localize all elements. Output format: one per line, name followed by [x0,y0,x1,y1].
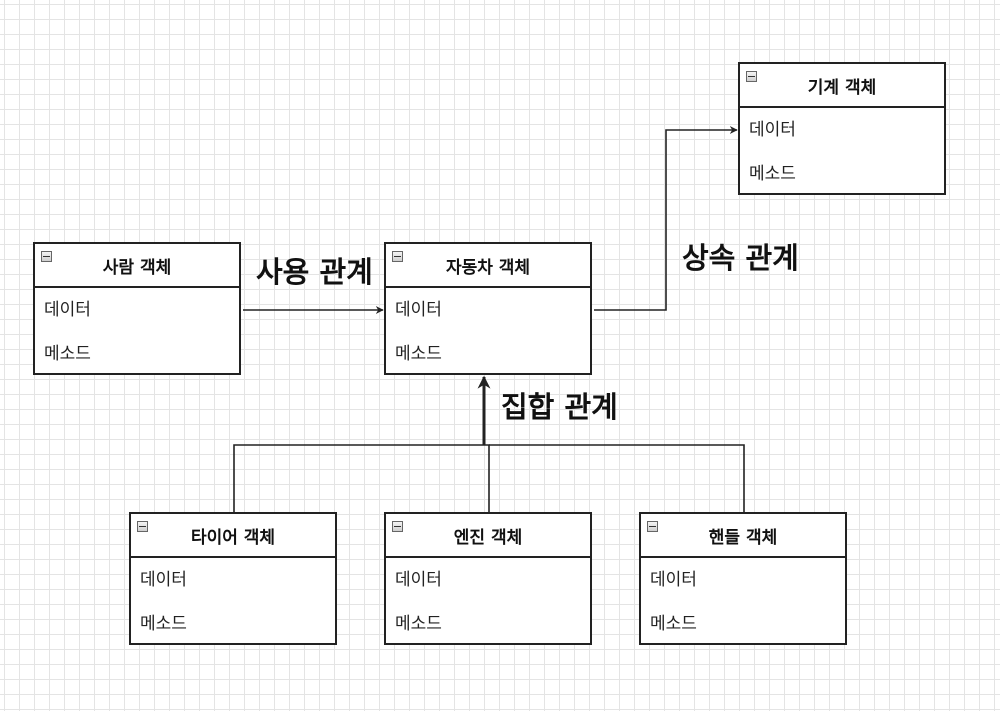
class-title: 자동차 객체 [445,257,531,278]
class-field-data[interactable]: 데이터 [44,300,91,320]
use-relation-label[interactable]: 사용 관계 [256,255,373,289]
class-field-data[interactable]: 데이터 [395,570,442,590]
aggregation-connector-handle [489,444,745,513]
class-header: 엔진 객체 [386,514,590,558]
collapse-icon[interactable] [746,71,757,82]
class-field-method[interactable]: 메소드 [395,344,442,364]
inheritance-relation-connector [594,126,738,311]
class-title: 엔진 객체 [453,527,523,548]
collapse-icon[interactable] [137,521,148,532]
class-box-engine[interactable]: 엔진 객체 데이터 메소드 [384,512,592,645]
class-title: 타이어 객체 [190,527,276,548]
collapse-icon[interactable] [392,251,403,262]
collapse-icon[interactable] [41,251,52,262]
class-box-machine[interactable]: 기계 객체 데이터 메소드 [738,62,946,195]
class-title: 기계 객체 [807,77,877,98]
class-header: 사람 객체 [35,244,239,288]
class-field-data[interactable]: 데이터 [749,120,796,140]
collapse-icon[interactable] [647,521,658,532]
collapse-icon[interactable] [392,521,403,532]
class-box-handle[interactable]: 핸들 객체 데이터 메소드 [639,512,847,645]
class-title: 사람 객체 [102,257,172,278]
aggregation-relation-label[interactable]: 집합 관계 [501,390,618,424]
class-header: 타이어 객체 [131,514,335,558]
inheritance-relation-label[interactable]: 상속 관계 [682,241,799,275]
class-field-method[interactable]: 메소드 [140,614,187,634]
aggregation-connector-tire [233,444,490,513]
class-field-method[interactable]: 메소드 [650,614,697,634]
class-field-method[interactable]: 메소드 [395,614,442,634]
class-title: 핸들 객체 [708,527,778,548]
class-header: 자동차 객체 [386,244,590,288]
class-field-data[interactable]: 데이터 [140,570,187,590]
class-field-method[interactable]: 메소드 [44,344,91,364]
class-field-data[interactable]: 데이터 [395,300,442,320]
class-box-car[interactable]: 자동차 객체 데이터 메소드 [384,242,592,375]
class-box-person[interactable]: 사람 객체 데이터 메소드 [33,242,241,375]
class-header: 핸들 객체 [641,514,845,558]
class-header: 기계 객체 [740,64,944,108]
class-field-method[interactable]: 메소드 [749,164,796,184]
class-field-data[interactable]: 데이터 [650,570,697,590]
class-box-tire[interactable]: 타이어 객체 데이터 메소드 [129,512,337,645]
